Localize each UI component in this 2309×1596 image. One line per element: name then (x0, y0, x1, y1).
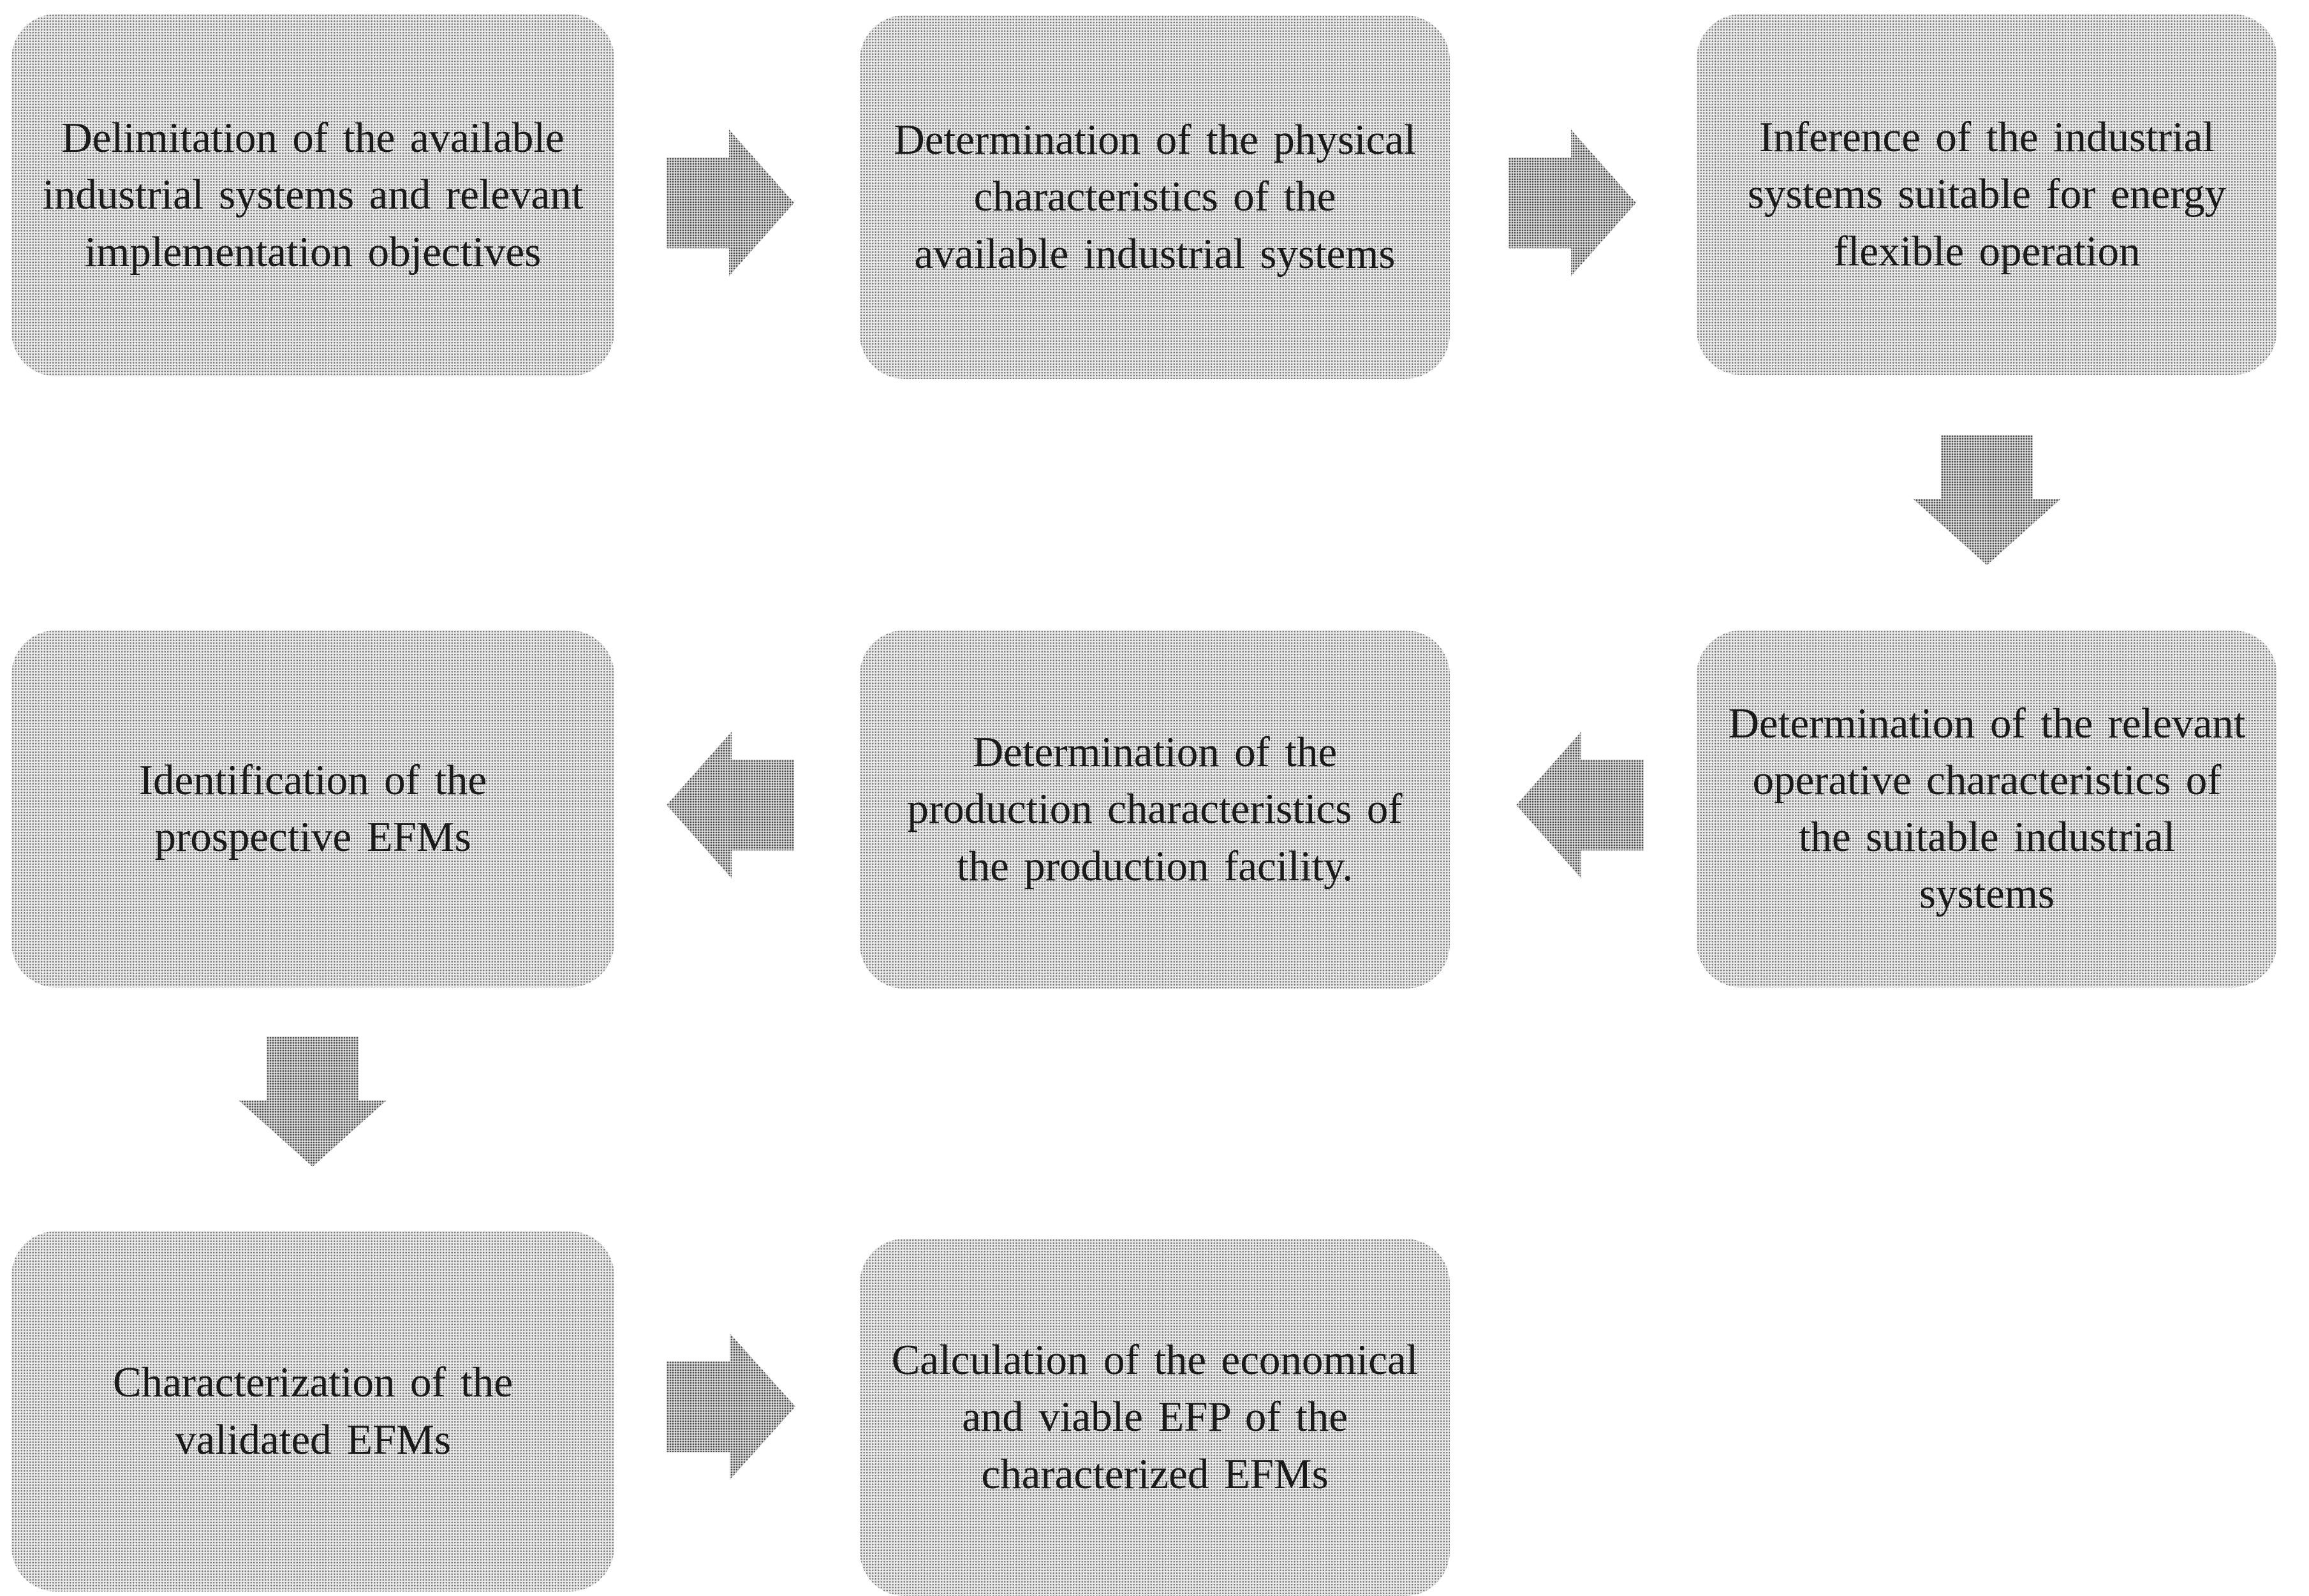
right-arrow-icon-step2-to-step3 (1509, 129, 1636, 276)
flow-step-3-label: Inference of the industrial systems suit… (1747, 114, 2227, 275)
flow-step-8-label: Calculation of the economical and viable… (891, 1336, 1419, 1498)
right-arrow-icon-step7-to-step8 (667, 1333, 795, 1480)
left-arrow-icon-step5-to-step6 (667, 732, 794, 878)
flow-step-7-label: Characterization of the validated EFMs (112, 1359, 513, 1463)
flow-step-3: Inference of the industrial systems suit… (1697, 14, 2277, 375)
flow-step-7: Characterization of the validated EFMs (11, 1231, 614, 1592)
flow-step-1: Delimitation of the available industrial… (11, 14, 614, 376)
flow-step-5-label: Determination of the production characte… (907, 728, 1403, 890)
right-arrow-icon-step1-to-step2 (667, 129, 794, 276)
flow-step-1-label: Delimitation of the available industrial… (42, 114, 584, 276)
left-arrow-icon-step4-to-step5 (1516, 732, 1644, 878)
flow-step-2-label: Determination of the physical characteri… (894, 116, 1416, 277)
flow-step-5: Determination of the production characte… (860, 630, 1450, 989)
flow-step-2: Determination of the physical characteri… (860, 15, 1450, 379)
down-arrow-icon-step6-to-step7 (239, 1037, 387, 1167)
flow-step-8: Calculation of the economical and viable… (860, 1239, 1450, 1596)
flow-step-6: Identification of the prospective EFMs (11, 630, 614, 987)
down-arrow-icon-step3-to-step4 (1913, 435, 2061, 565)
flow-step-4-label: Determination of the relevant operative … (1728, 699, 2246, 918)
flow-step-6-label: Identification of the prospective EFMs (138, 756, 487, 861)
flow-step-4: Determination of the relevant operative … (1697, 630, 2277, 987)
